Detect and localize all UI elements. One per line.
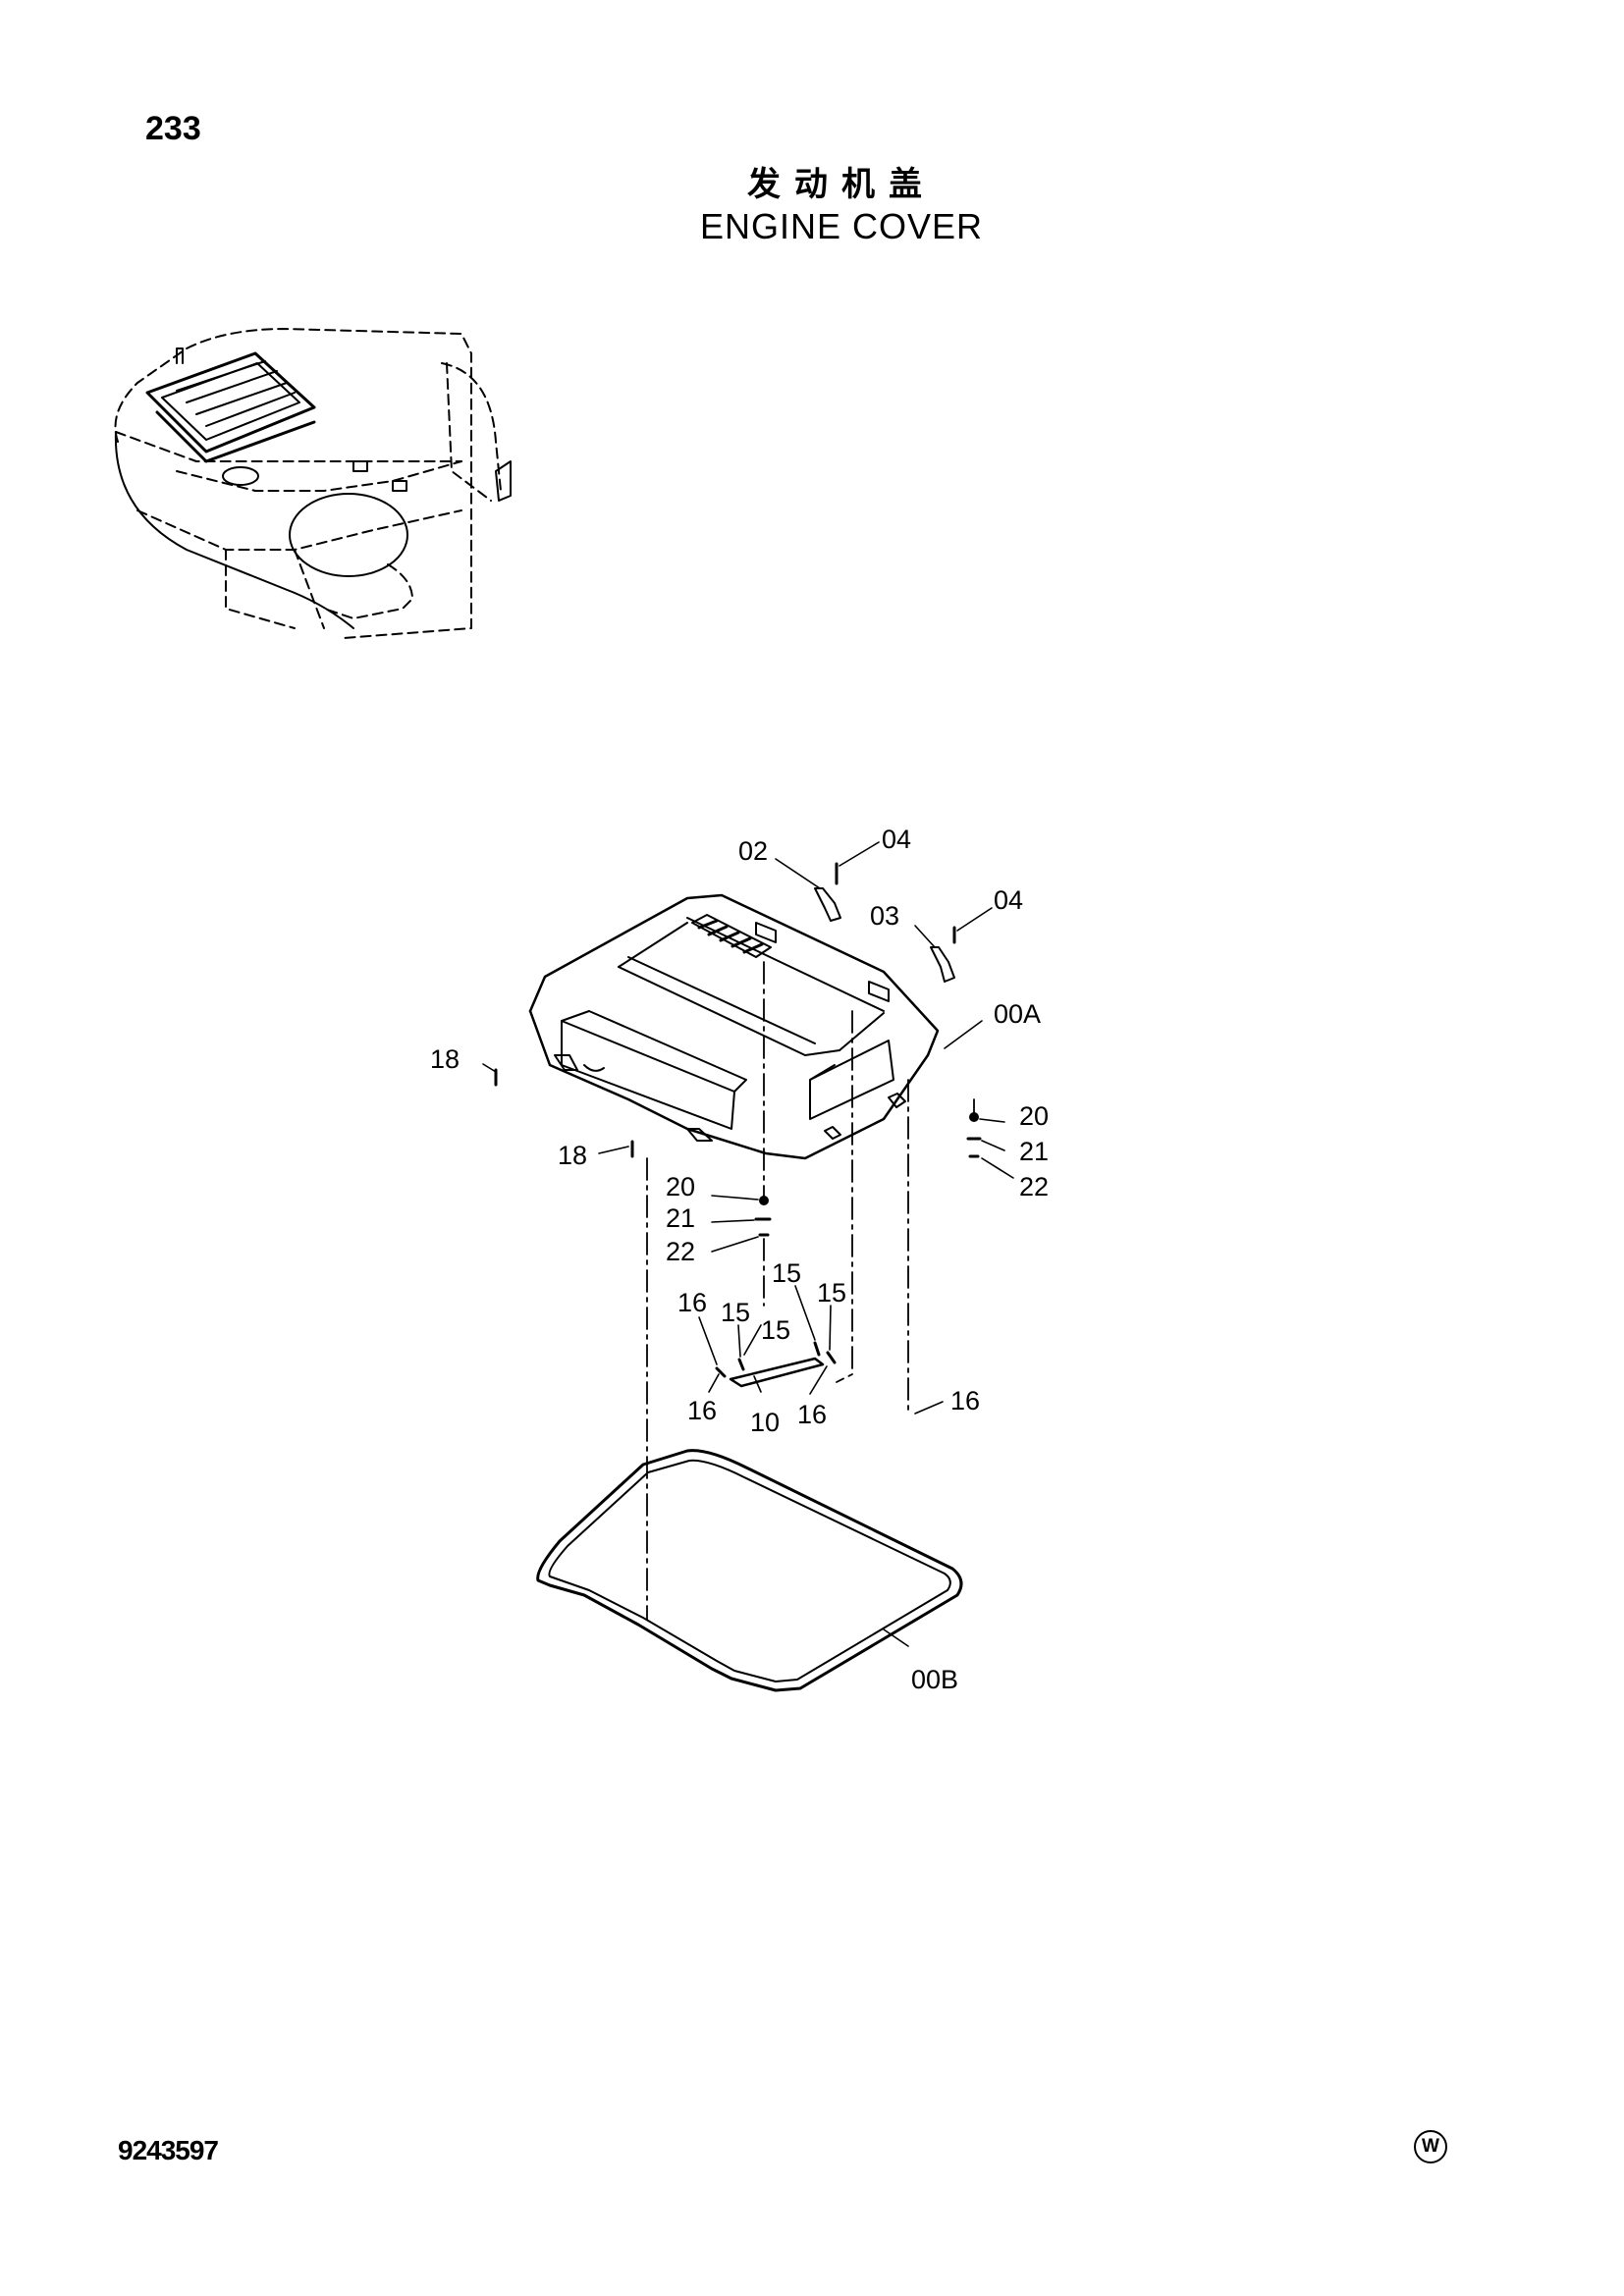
callout-04: 04 <box>882 825 911 854</box>
callout-10: 10 <box>750 1408 780 1437</box>
callout-21: 21 <box>666 1203 695 1233</box>
callout-20: 20 <box>666 1172 695 1201</box>
callout-15: 15 <box>761 1315 790 1345</box>
callout-16: 16 <box>677 1288 707 1317</box>
callout-15: 15 <box>721 1298 750 1327</box>
callout-15: 15 <box>817 1278 846 1308</box>
leader-lines <box>482 841 1014 1647</box>
callout-15: 15 <box>772 1258 801 1288</box>
callout-00b: 00B <box>911 1665 958 1694</box>
callout-03: 03 <box>870 901 899 931</box>
callout-16: 16 <box>687 1396 717 1425</box>
watermark-logo: W <box>1414 2130 1447 2163</box>
callout-labels: 02 04 03 04 00A 18 18 20 21 22 20 21 22 … <box>430 825 1049 1694</box>
callout-00a: 00A <box>994 999 1041 1029</box>
overview-sketch <box>114 328 512 639</box>
callout-04: 04 <box>994 885 1023 915</box>
callout-18: 18 <box>558 1141 587 1170</box>
callout-16: 16 <box>797 1400 827 1429</box>
page-number: 233 <box>145 110 201 147</box>
alignment-lines <box>646 961 975 1621</box>
callout-20: 20 <box>1019 1101 1049 1131</box>
callout-21: 21 <box>1019 1137 1049 1166</box>
page-title-chinese: 发动机盖 <box>747 165 936 204</box>
document-number: 9243597 <box>118 2135 219 2165</box>
page-title-english: ENGINE COVER <box>699 206 984 246</box>
engine-cover-assembly <box>494 862 982 1692</box>
callout-22: 22 <box>1019 1172 1049 1201</box>
callout-02: 02 <box>738 836 768 866</box>
callout-16: 16 <box>950 1386 980 1415</box>
callout-22: 22 <box>666 1237 695 1266</box>
callout-18: 18 <box>430 1044 460 1074</box>
